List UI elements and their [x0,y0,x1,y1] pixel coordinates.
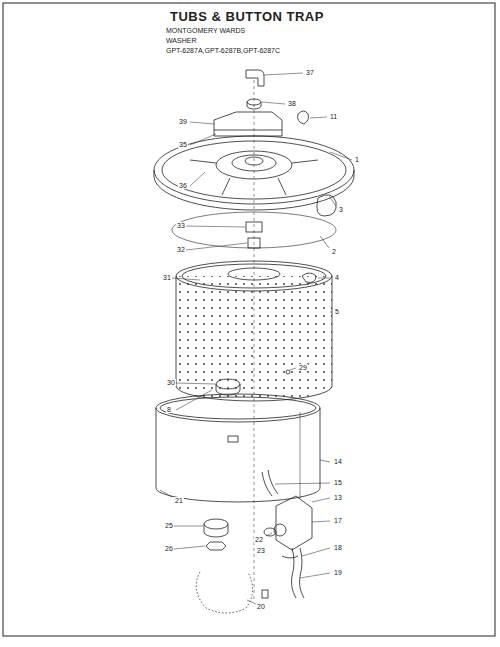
callout-number: 18 [333,544,343,551]
subtitle-text: GPT-6287A,GPT-6287B,GPT-6287C [166,47,280,54]
callout-number: 21 [174,497,184,504]
callout-number: 5 [334,308,340,315]
callout-number: 2 [331,248,337,255]
callout-number: 38 [287,100,297,107]
callout-number: 36 [178,182,188,189]
callout-number: 29 [298,364,308,371]
callout-number: 15 [333,479,343,486]
subtitle-text: MONTGOMERY WARDS [166,27,245,34]
callout-number: 35 [178,141,188,148]
callout-number: 37 [305,69,315,76]
callout-number: 31 [162,274,172,281]
callout-number: 25 [164,522,174,529]
callout-number: 23 [256,547,266,554]
callout-number: 14 [333,458,343,465]
callout-number: 4 [334,274,340,281]
callout-number: 3 [338,206,344,213]
subtitle-text: WASHER [166,37,196,44]
callout-number: 17 [333,517,343,524]
diagram-title: TUBS & BUTTON TRAP [170,10,324,23]
callout-number: 1 [354,156,360,163]
callout-number: 13 [333,494,343,501]
callout-number: 30 [166,379,176,386]
callout-number: 19 [333,569,343,576]
callout-number: 8 [166,406,172,413]
callout-number: 33 [176,222,186,229]
callout-number: 26 [164,545,174,552]
callout-number: 22 [254,536,264,543]
callout-number: 39 [178,118,188,125]
callout-number: 32 [176,246,186,253]
callout-number: 11 [329,113,338,120]
callout-number: 20 [256,603,266,610]
